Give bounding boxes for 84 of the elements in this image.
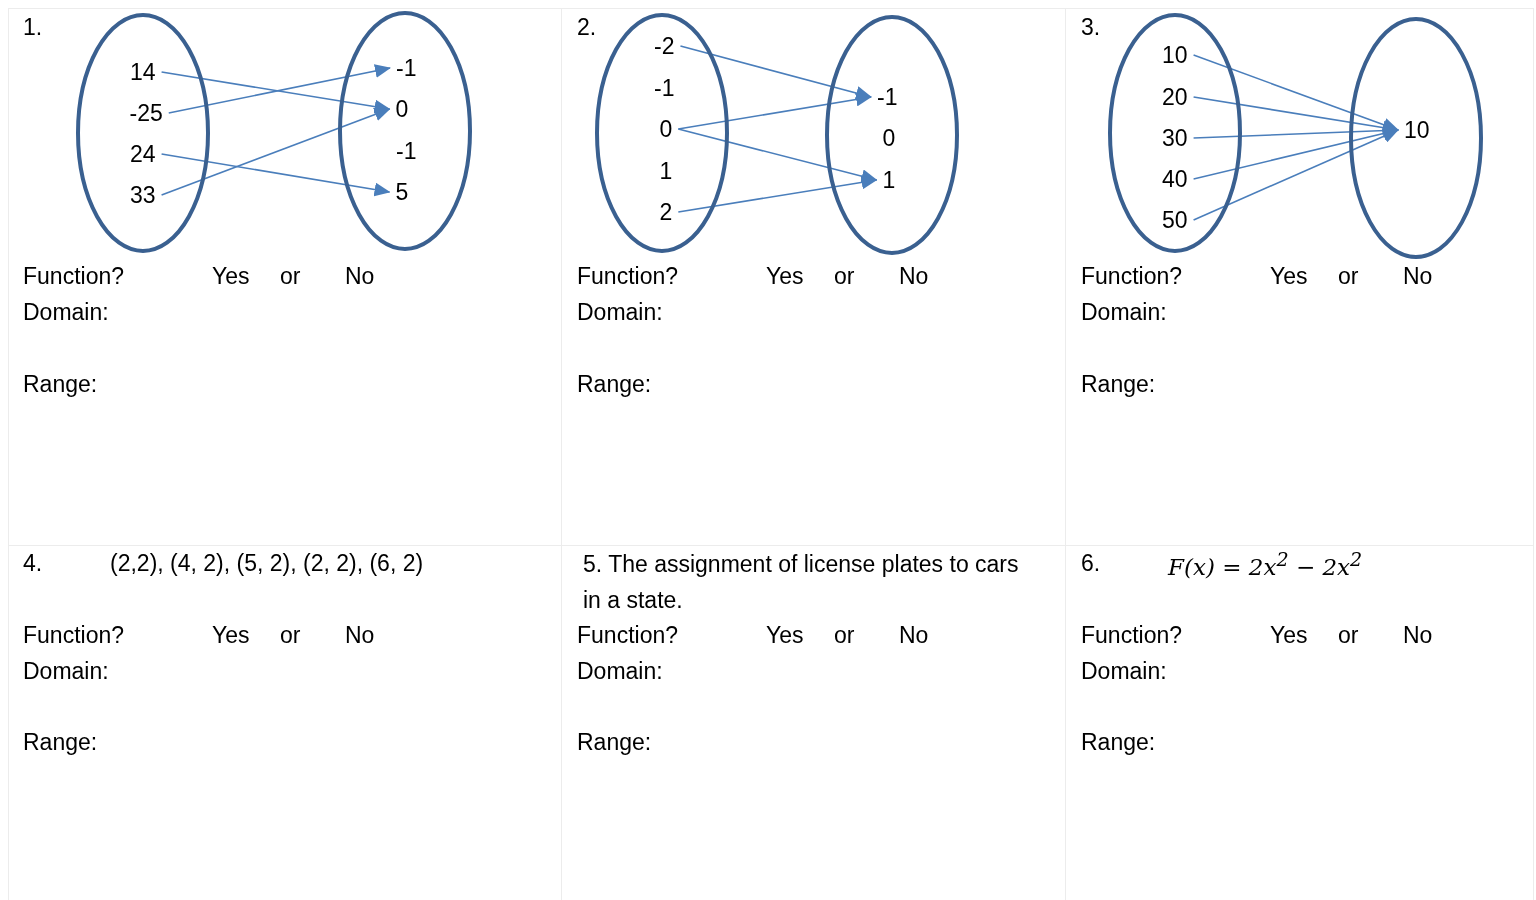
answer-option: No bbox=[345, 623, 375, 649]
set-element: 10 bbox=[1162, 43, 1188, 67]
set-element: 0 bbox=[882, 126, 896, 150]
set-element: 2 bbox=[659, 200, 673, 224]
question-text: Function? bbox=[23, 264, 124, 290]
answer-option: No bbox=[345, 264, 375, 290]
arrow bbox=[160, 153, 391, 197]
or-text: or bbox=[834, 623, 855, 649]
answer-option: Yes bbox=[766, 623, 804, 649]
range-label: Range: bbox=[577, 730, 652, 756]
range-label: Range: bbox=[577, 372, 652, 398]
set-element: 30 bbox=[1162, 126, 1188, 150]
answer-option: Yes bbox=[212, 264, 250, 290]
domain-label: Domain: bbox=[23, 659, 109, 685]
arrow bbox=[1192, 96, 1399, 135]
problem-number: 3. bbox=[1081, 15, 1101, 41]
set-element: -1 bbox=[396, 56, 417, 80]
set-ellipse bbox=[338, 11, 472, 251]
set-ellipse bbox=[76, 13, 210, 253]
range-label: Range: bbox=[23, 372, 98, 398]
answer-option: Yes bbox=[1270, 623, 1308, 649]
set-element: 0 bbox=[659, 117, 673, 141]
arrow bbox=[167, 64, 391, 114]
problem-number: 4. bbox=[23, 551, 43, 577]
set-element: 24 bbox=[130, 142, 156, 166]
question-text: Function? bbox=[23, 623, 124, 649]
range-label: Range: bbox=[1081, 372, 1156, 398]
question-text: Function? bbox=[1081, 264, 1182, 290]
domain-label: Domain: bbox=[1081, 659, 1167, 685]
function-formula: F(x) = 2x$^{2}$ − 2x$^{2}$ bbox=[1168, 549, 1363, 580]
arrow bbox=[1192, 126, 1399, 180]
set-element: -1 bbox=[877, 85, 898, 109]
arrow bbox=[677, 92, 872, 130]
domain-label: Domain: bbox=[577, 300, 663, 326]
range-label: Range: bbox=[23, 730, 98, 756]
answer-option: No bbox=[899, 264, 929, 290]
or-text: or bbox=[1338, 264, 1359, 290]
arrow bbox=[1192, 54, 1399, 132]
set-element: -1 bbox=[654, 76, 675, 100]
set-element: 33 bbox=[130, 183, 156, 207]
set-element: 0 bbox=[395, 97, 409, 121]
set-ellipse bbox=[1108, 13, 1242, 253]
set-ellipse bbox=[595, 13, 729, 253]
set-element: -1 bbox=[396, 139, 417, 163]
answer-option: Yes bbox=[766, 264, 804, 290]
set-ellipse bbox=[825, 15, 959, 255]
answer-option: No bbox=[1403, 264, 1433, 290]
domain-label: Domain: bbox=[1081, 300, 1167, 326]
ordered-pairs: (2,2), (4, 2), (5, 2), (2, 2), (6, 2) bbox=[110, 551, 424, 577]
set-element: 14 bbox=[130, 60, 156, 84]
problem-number: 6. bbox=[1081, 551, 1101, 577]
or-text: or bbox=[280, 264, 301, 290]
set-element: 10 bbox=[1404, 118, 1430, 142]
arrow bbox=[1192, 129, 1399, 221]
arrow bbox=[679, 45, 872, 100]
set-element: 1 bbox=[659, 159, 673, 183]
or-text: or bbox=[834, 264, 855, 290]
set-ellipse bbox=[1349, 17, 1483, 259]
or-text: or bbox=[1338, 623, 1359, 649]
problem-number: 2. bbox=[577, 15, 597, 41]
domain-label: Domain: bbox=[577, 659, 663, 685]
arrow bbox=[677, 128, 878, 184]
question-text: Function? bbox=[577, 623, 678, 649]
problem-statement: 5. The assignment of license plates to cars in a state. bbox=[583, 550, 1020, 615]
answer-option: Yes bbox=[1270, 264, 1308, 290]
set-element: 20 bbox=[1162, 85, 1188, 109]
problem-number: 1. bbox=[23, 15, 43, 41]
set-element: -25 bbox=[129, 101, 163, 125]
arrow bbox=[160, 107, 391, 196]
set-element: 40 bbox=[1162, 167, 1188, 191]
answer-option: Yes bbox=[212, 623, 250, 649]
arrow bbox=[677, 175, 878, 213]
answer-option: No bbox=[1403, 623, 1433, 649]
or-text: or bbox=[280, 623, 301, 649]
range-label: Range: bbox=[1081, 730, 1156, 756]
answer-option: No bbox=[899, 623, 929, 649]
set-element: 5 bbox=[395, 180, 409, 204]
set-element: -2 bbox=[654, 34, 675, 58]
question-text: Function? bbox=[1081, 623, 1182, 649]
domain-label: Domain: bbox=[23, 300, 109, 326]
question-text: Function? bbox=[577, 264, 678, 290]
set-element: 1 bbox=[882, 168, 896, 192]
set-element: 50 bbox=[1162, 208, 1188, 232]
arrow bbox=[160, 71, 391, 114]
